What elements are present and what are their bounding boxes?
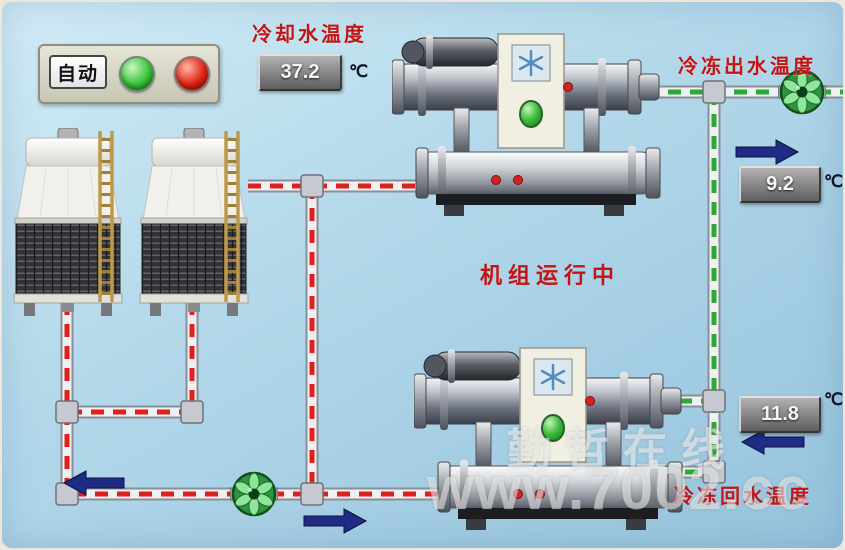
tower-leg xyxy=(227,303,238,316)
connector-pipe xyxy=(583,107,600,155)
auto-mode-button[interactable]: 自动 xyxy=(49,55,107,89)
connector-pipe xyxy=(475,421,492,469)
tower-leg xyxy=(24,303,35,316)
celsius-unit: ℃ xyxy=(824,172,843,191)
control-box xyxy=(519,347,587,463)
control-panel: 自动 xyxy=(38,44,220,104)
bolt-dots xyxy=(513,396,595,499)
chilled-outlet-temp-label: 冷冻出水温度 xyxy=(678,56,816,78)
celsius-unit: ℃ xyxy=(349,62,369,81)
chilled-return-temp-display: 11.8 xyxy=(739,396,821,433)
drain-stub xyxy=(62,303,74,312)
connector-pipe xyxy=(453,107,470,155)
chilled-outlet-temp-display: 9.2 xyxy=(739,166,821,203)
base-frame xyxy=(458,508,658,530)
connector-pipe xyxy=(605,421,622,469)
flow-arrows xyxy=(62,139,805,534)
chilled-return-temp-label: 冷冻回水温度 xyxy=(674,486,812,508)
unit-running-status: 机组运行中 xyxy=(480,263,621,288)
chiller-unit-1 xyxy=(392,33,661,216)
ladder-icon xyxy=(98,131,114,302)
chiller-unit-2 xyxy=(414,347,683,530)
run-indicator-light xyxy=(119,56,155,92)
compressor xyxy=(423,349,521,383)
flow-arrow-left-icon xyxy=(740,429,805,455)
body-seams xyxy=(165,167,223,219)
cooling-tower-1 xyxy=(13,128,123,316)
control-box xyxy=(497,33,565,149)
flow-arrow-right-icon xyxy=(735,139,800,165)
unit-run-light xyxy=(519,100,543,128)
drain-stub xyxy=(188,303,200,312)
chilled-water-pump-icon xyxy=(778,69,826,115)
pipe-fittings xyxy=(55,80,726,506)
cooling-water-flow xyxy=(64,183,448,497)
flow-arrow-left-icon xyxy=(62,470,125,496)
basin xyxy=(139,293,249,304)
stop-indicator-light xyxy=(174,56,210,92)
cooling-tower-2 xyxy=(139,128,249,316)
chilled-return-temp-value: 11.8 xyxy=(761,403,799,425)
ladder-icon xyxy=(224,131,240,302)
fan-shroud xyxy=(151,137,237,167)
lower-barrel xyxy=(437,460,683,514)
cooling-water-pump-icon xyxy=(230,471,278,517)
cooling-water-temp-label: 冷却水温度 xyxy=(252,24,367,46)
body-seams xyxy=(39,167,97,219)
cooling-water-temp-display: 37.2 xyxy=(258,54,342,91)
tower-leg xyxy=(101,303,112,316)
compressor xyxy=(401,35,499,69)
base-frame xyxy=(436,194,636,216)
chilled-outlet-temp-value: 9.2 xyxy=(766,173,794,195)
lower-barrel xyxy=(415,146,661,200)
fan-shroud xyxy=(25,137,111,167)
basin xyxy=(13,293,123,304)
unit-run-light xyxy=(541,414,565,442)
flow-arrow-right-icon xyxy=(303,508,368,534)
cooling-water-temp-value: 37.2 xyxy=(280,61,320,83)
snowflake-icon xyxy=(540,363,566,391)
bolt-dots xyxy=(491,82,573,185)
tower-rim xyxy=(14,217,122,225)
tower-rim xyxy=(140,217,248,225)
fan-blades-icon xyxy=(234,472,274,516)
snowflake-icon xyxy=(518,49,544,77)
celsius-unit: ℃ xyxy=(824,390,843,409)
tower-leg xyxy=(150,303,161,316)
